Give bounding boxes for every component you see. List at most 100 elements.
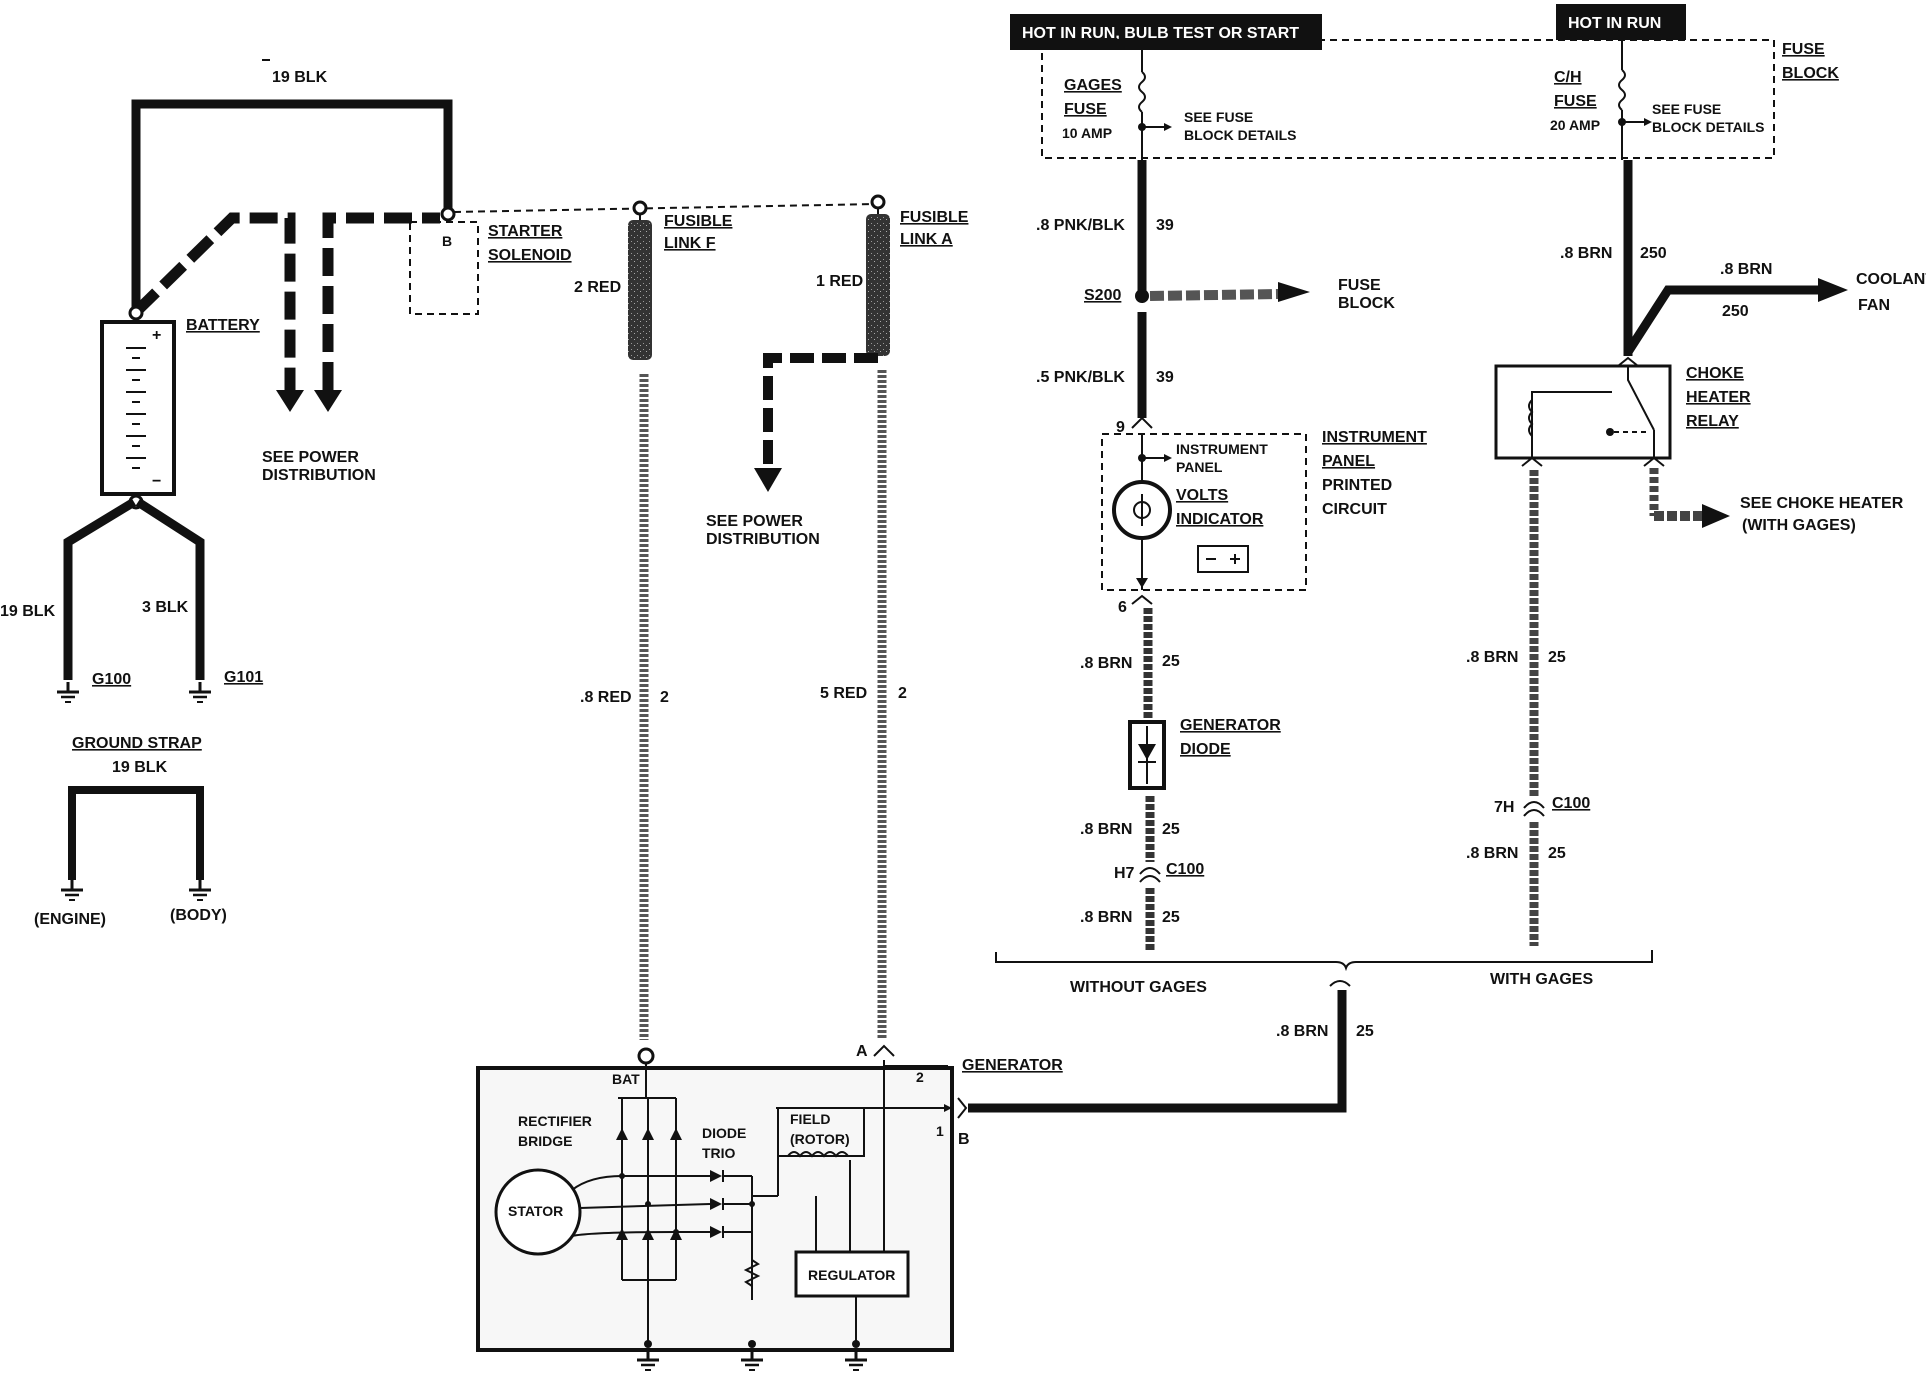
relay-coil-icon xyxy=(1528,399,1534,437)
options-brace: WITHOUT GAGES WITH GAGES .8 BRN 25 xyxy=(968,950,1653,1113)
ground-node xyxy=(748,1340,756,1348)
coolant-fan-wire xyxy=(1624,285,1820,355)
relay-switch-icon xyxy=(1627,366,1655,431)
wire-label: .8 RED xyxy=(580,689,632,706)
ip-inner-label: PANEL xyxy=(1176,459,1223,475)
pin-label: 6 xyxy=(1118,599,1127,616)
wire-label: .5 PNK/BLK xyxy=(1036,369,1125,386)
circuit-number: 25 xyxy=(1548,845,1566,862)
stator-wire xyxy=(571,1175,710,1191)
circuit-number: 39 xyxy=(1156,217,1174,234)
stator-label: STATOR xyxy=(508,1203,563,1219)
arrow-down-icon xyxy=(1136,578,1148,588)
fusible-link-a xyxy=(866,214,890,356)
gauge-label: INDICATOR xyxy=(1176,511,1264,528)
connector-icon xyxy=(1131,594,1153,605)
choke-heater-label: (WITH GAGES) xyxy=(1742,517,1856,534)
diode-trio-label: DIODE xyxy=(702,1125,746,1141)
battery-symbol xyxy=(100,320,176,496)
connector-icon xyxy=(1329,980,1351,987)
starter-solenoid-box xyxy=(409,221,479,315)
fuse-rating: 20 AMP xyxy=(1550,117,1600,133)
ip-inner-label: INSTRUMENT xyxy=(1176,441,1268,457)
choke-heater-relay-box xyxy=(1494,364,1672,460)
ground-strap-wire-label: 19 BLK xyxy=(112,759,168,776)
wire-label: .8 BRN xyxy=(1560,245,1612,262)
fusible-links: FUSIBLE LINK F FUSIBLE LINK A 2 RED 1 RE… xyxy=(574,209,969,1040)
gauge-label: VOLTS xyxy=(1176,487,1228,504)
ground-icon xyxy=(187,680,213,704)
rectifier-label: BRIDGE xyxy=(518,1133,572,1149)
stator-wire xyxy=(571,1231,710,1237)
bat-terminal xyxy=(637,1047,655,1065)
connector-c100 xyxy=(1523,801,1545,817)
fuse-name: FUSE xyxy=(1554,93,1597,110)
fuse-name: GAGES xyxy=(1064,77,1122,94)
fuse-block: HOT IN RUN, BULB TEST OR START HOT IN RU… xyxy=(1010,4,1839,160)
splice-label: S200 xyxy=(1084,287,1121,304)
battery-cells-icon xyxy=(126,347,146,469)
connector-icon xyxy=(1131,416,1153,429)
arrow-down-icon xyxy=(314,390,342,412)
battery-loop-wire xyxy=(131,99,453,310)
starter-b-terminal xyxy=(440,206,456,222)
fusible-link-label: LINK F xyxy=(664,235,716,252)
wire-label: .8 BRN xyxy=(1080,821,1132,838)
fuse-block-label: FUSE xyxy=(1782,41,1825,58)
ground-icon xyxy=(739,1348,765,1372)
stator-wire xyxy=(579,1203,711,1209)
circuit-number: 250 xyxy=(1722,303,1749,320)
starter-solenoid-label: SOLENOID xyxy=(488,247,572,264)
fusible-link-label: FUSIBLE xyxy=(664,213,733,230)
arrow-down-icon xyxy=(754,468,782,492)
ground-strap-title: GROUND STRAP xyxy=(72,735,202,752)
battery-section: 19 BLK SEE POWER DISTRIBUTION + − BATTER… xyxy=(0,59,572,928)
arrow-right-icon xyxy=(1702,504,1730,528)
coolant-fan-label: FAN xyxy=(1858,297,1890,314)
battery-label: BATTERY xyxy=(186,317,260,334)
diode-label: DIODE xyxy=(1180,741,1231,758)
battery-to-solenoid-wire xyxy=(132,212,296,390)
ground-icon xyxy=(635,1348,661,1372)
generator: GENERATOR BAT A 2 1 B RECTIFIER BRIDGE xyxy=(476,1043,1063,1372)
battery-pos-terminal xyxy=(128,305,144,321)
wire-label: .8 BRN xyxy=(1466,649,1518,666)
fuse-note: BLOCK DETAILS xyxy=(1652,119,1765,135)
arrow-down-icon xyxy=(276,390,304,412)
relay-contact xyxy=(1606,428,1614,436)
coolant-fan-label: COOLANT xyxy=(1856,271,1926,288)
wire-label: .8 BRN xyxy=(1466,845,1518,862)
circuit-number: 250 xyxy=(1640,245,1667,262)
ground-wire-g100 xyxy=(63,498,137,680)
fuse-note: SEE FUSE xyxy=(1184,109,1253,125)
circuit-number: 2 xyxy=(660,689,669,706)
ground-strap-end-label: (ENGINE) xyxy=(34,911,106,928)
battery-loop-wire-label: 19 BLK xyxy=(272,69,328,86)
connector-c100 xyxy=(1139,867,1161,883)
ground-icon xyxy=(59,878,85,902)
see-power-distribution-label: DISTRIBUTION xyxy=(706,531,820,548)
wire-label: .8 PNK/BLK xyxy=(1036,217,1125,234)
fusible-feed-line xyxy=(453,203,879,213)
generator-label: GENERATOR xyxy=(962,1057,1063,1074)
circuit-number: 25 xyxy=(1162,821,1180,838)
ground-wire-g101 xyxy=(135,498,205,680)
option-label: WITHOUT GAGES xyxy=(1070,979,1207,996)
power-header-box xyxy=(1010,14,1322,50)
ground-node xyxy=(852,1340,860,1348)
fuse-note: BLOCK DETAILS xyxy=(1184,127,1297,143)
terminal-2-label: 2 xyxy=(916,1069,924,1085)
fusible-link-label: FUSIBLE xyxy=(900,209,969,226)
choke-heater-label: SEE CHOKE HEATER xyxy=(1740,495,1904,512)
fuse-icon xyxy=(1138,71,1146,113)
relay-label: RELAY xyxy=(1686,413,1739,430)
ground-icon xyxy=(187,878,213,902)
connector-label: C100 xyxy=(1552,795,1590,812)
arrow-right-icon xyxy=(1818,278,1848,302)
fuse-block-box xyxy=(1041,39,1775,159)
fuse-icon xyxy=(1618,69,1626,111)
relay-label: CHOKE xyxy=(1686,365,1744,382)
brace-icon xyxy=(995,950,1653,972)
circuit-number: 39 xyxy=(1156,369,1174,386)
